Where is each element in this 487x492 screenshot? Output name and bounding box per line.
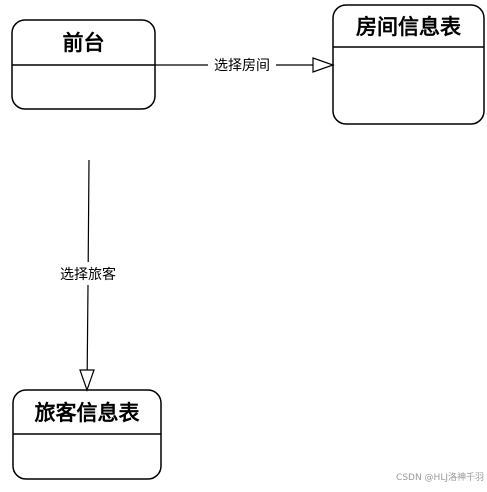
node-room-info-title: 房间信息表 bbox=[356, 15, 462, 39]
node-front-desk-title: 前台 bbox=[63, 31, 105, 55]
edge-select-room-arrowhead bbox=[312, 57, 335, 73]
edge-select-room-label: 选择房间 bbox=[214, 58, 270, 74]
edge-select-guest[interactable]: 选择旅客 bbox=[60, 159, 116, 392]
edge-select-guest-label: 选择旅客 bbox=[60, 266, 116, 283]
node-room-info[interactable]: 房间信息表 bbox=[332, 4, 485, 125]
edge-select-room[interactable]: 选择房间 bbox=[155, 57, 335, 74]
edge-select-guest-arrowhead bbox=[79, 369, 95, 392]
node-guest-info[interactable]: 旅客信息表 bbox=[12, 389, 162, 480]
edge-select-guest-line-b bbox=[86, 284, 89, 371]
node-front-desk[interactable]: 前台 bbox=[11, 19, 156, 110]
watermark-text: CSDN @HLJ洛神千羽 bbox=[396, 471, 484, 483]
edge-select-guest-line-a bbox=[87, 159, 90, 263]
node-guest-info-title: 旅客信息表 bbox=[35, 401, 141, 425]
